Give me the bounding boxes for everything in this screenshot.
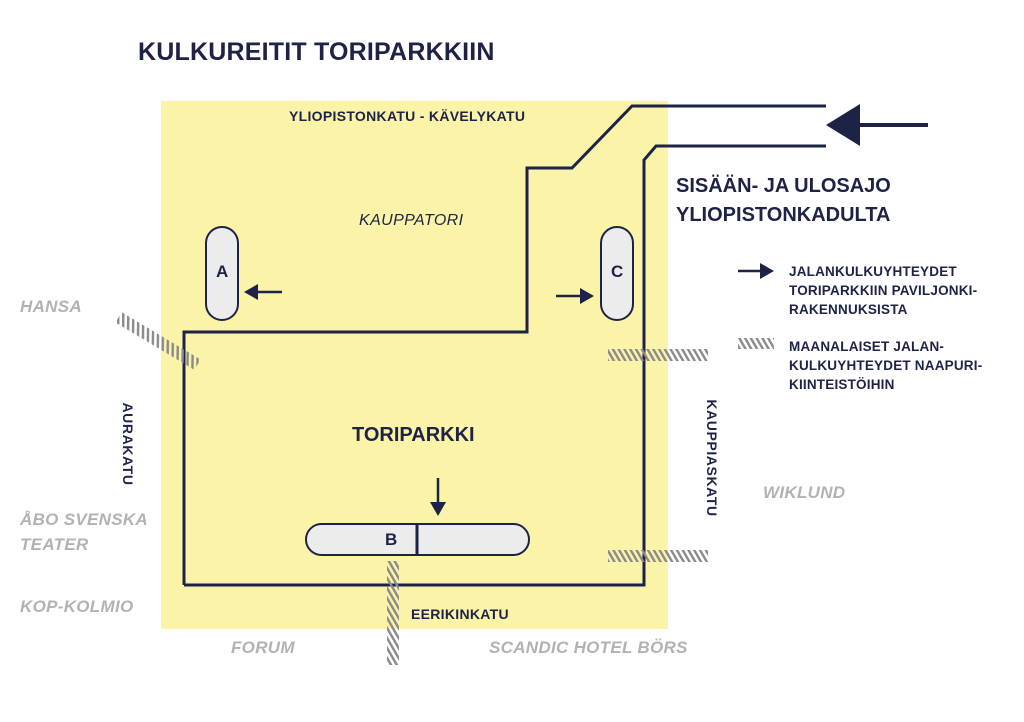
neighbor-forum: FORUM [231, 638, 295, 657]
pedestrian-arrow-c-icon [556, 288, 594, 304]
neighbor-kop-kolmio: KOP-KOLMIO [20, 597, 134, 616]
underground-connection-wiklund-south [608, 550, 708, 562]
area-label-parking: TORIPARKKI [352, 424, 475, 446]
pavilion-c [600, 226, 634, 321]
legend-arrow-icon [738, 263, 774, 279]
street-label-bottom: EERIKINKATU [411, 606, 509, 622]
neighbor-hansa: HANSA [20, 297, 82, 316]
street-label-top: YLIOPISTONKATU - KÄVELYKATU [289, 108, 526, 124]
pavilion-b-label: B [385, 530, 398, 549]
neighbor-abo-line-1: ÅBO SVENSKA [20, 510, 148, 529]
parking-outline-outer [184, 144, 826, 587]
pavilion-c-label: C [611, 262, 624, 281]
street-label-left-text: AURAKATU [120, 402, 136, 486]
entry-label: SISÄÄN- JA ULOSAJO YLIOPISTONKADULTA [676, 172, 891, 230]
page-title: KULKUREITIT TORIPARKKIIN [138, 38, 495, 66]
underground-connection-forum [387, 561, 399, 665]
legend-pedestrian-line-3: RAKENNUKSISTA [789, 302, 908, 317]
legend-item-pedestrian: JALANKULKUYHTEYDET TORIPARKKIIN PAVILJON… [789, 262, 977, 319]
neighbor-scandic-hotel-bors: SCANDIC HOTEL BÖRS [489, 638, 688, 657]
legend-pedestrian-line-1: JALANKULKUYHTEYDET [789, 264, 957, 279]
street-label-right-text: KAUPPIASKATU [704, 399, 720, 517]
pavilion-a-label: A [216, 262, 229, 281]
legend-underground-line-1: MAANALAISET JALAN- [789, 339, 945, 354]
legend-hatch-icon [738, 338, 774, 349]
underground-connection-hansa [115, 312, 201, 370]
entry-label-line-1: SISÄÄN- JA ULOSAJO [676, 175, 891, 197]
legend-pedestrian-line-2: TORIPARKKIIN PAVILJONKI- [789, 283, 978, 298]
neighbor-abo-svenska-teater: ÅBO SVENSKA TEATER [20, 507, 148, 557]
legend-underground-line-2: KULKUYHTEYDET NAAPURI- [789, 358, 983, 373]
area-label-market: KAUPPATORI [359, 212, 464, 229]
legend-underground-line-3: KIINTEISTÖIHIN [789, 377, 895, 392]
neighbor-wiklund: WIKLUND [763, 483, 846, 502]
pedestrian-arrow-a-icon [244, 284, 282, 300]
parking-outline-inner [182, 104, 826, 585]
neighbor-abo-line-2: TEATER [20, 535, 89, 554]
pedestrian-arrow-b-icon [430, 478, 446, 516]
entry-label-line-2: YLIOPISTONKADULTA [676, 204, 891, 226]
legend-item-underground: MAANALAISET JALAN- KULKUYHTEYDET NAAPURI… [789, 337, 982, 394]
underground-connection-wiklund-north [608, 349, 708, 361]
pavilion-a [205, 226, 239, 321]
entry-arrow-icon [826, 104, 928, 146]
